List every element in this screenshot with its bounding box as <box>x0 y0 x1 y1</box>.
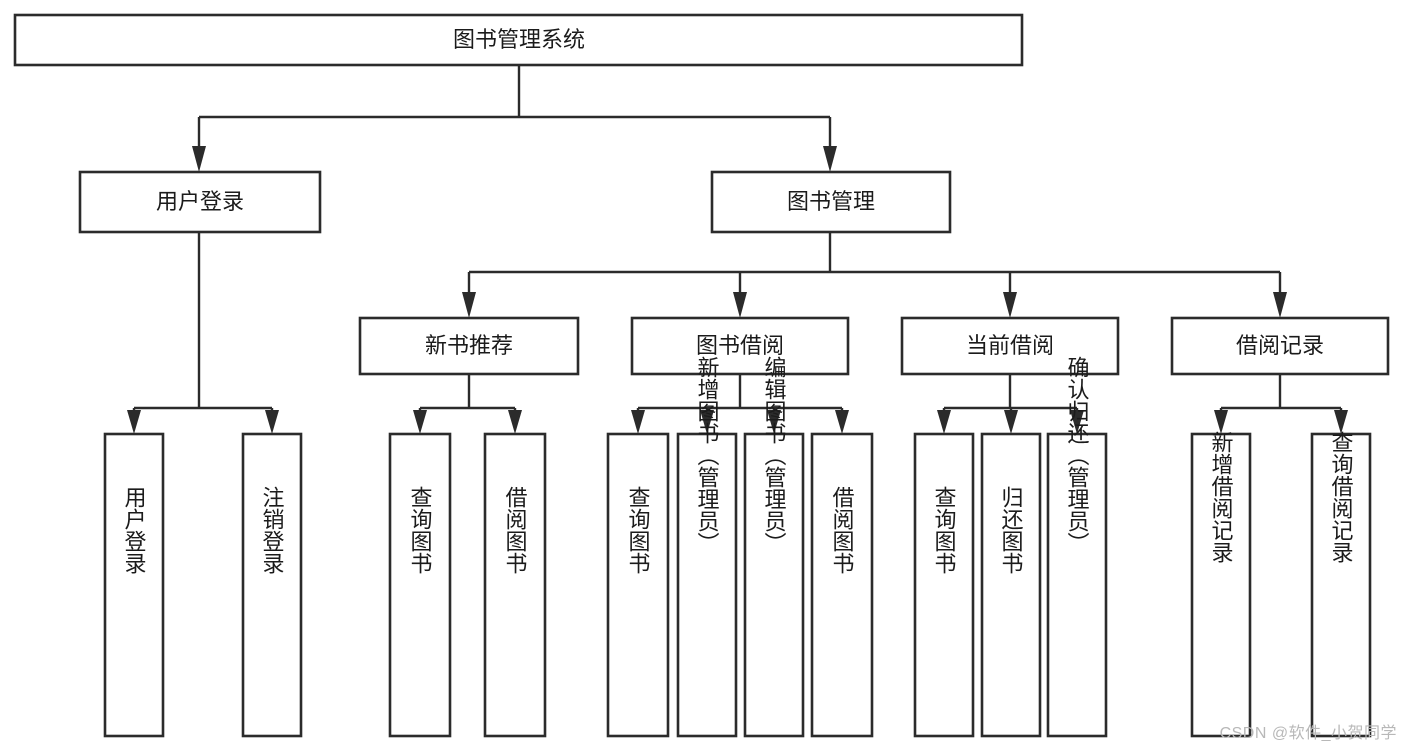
leaf-add-book-admin[interactable]: 新增图书（管理员） <box>676 356 738 738</box>
leaf-query-book-borrow[interactable]: 查询图书 <box>606 432 670 738</box>
leaf-confirm-return-admin-label: 确认归还（管理员） <box>1065 356 1090 554</box>
arrow-leaf-confirm-return <box>1070 410 1084 434</box>
arrow-leaf-borrow-book-1 <box>508 410 522 434</box>
node-borrow-record-label: 借阅记录 <box>1236 333 1324 358</box>
node-current-borrow-label: 当前借阅 <box>966 333 1054 358</box>
leaf-query-book-borrow-rect[interactable] <box>606 432 670 738</box>
node-root-label: 图书管理系统 <box>453 27 585 52</box>
node-book-borrow-label: 图书借阅 <box>696 333 784 358</box>
arrow-leaf-edit-book <box>767 410 781 434</box>
arrow-new-book-rec <box>462 292 476 318</box>
leaf-user-login[interactable]: 用户登录 <box>103 432 165 738</box>
leaf-edit-book-admin-label: 编辑图书（管理员） <box>762 356 787 554</box>
leaf-confirm-return-admin-rect[interactable] <box>1046 432 1108 738</box>
leaf-logout[interactable]: 注销登录 <box>241 432 303 738</box>
leaf-return-book-rect[interactable] <box>980 432 1042 738</box>
leaf-borrow-book-rec[interactable]: 借阅图书 <box>483 432 547 738</box>
leaf-logout-rect[interactable] <box>241 432 303 738</box>
node-layer: 图书管理系统 用户登录 图书管理 新书推荐 图书借阅 <box>13 13 1390 738</box>
arrow-leaf-add-record <box>1214 410 1228 434</box>
leaf-query-book-borrow-label: 查询图书 <box>626 486 651 574</box>
arrow-leaf-query-book-1 <box>413 410 427 434</box>
leaf-borrow-book-borrow-label: 借阅图书 <box>830 486 855 574</box>
leaf-borrow-book-borrow-rect[interactable] <box>810 432 874 738</box>
leaf-return-book-label: 归还图书 <box>999 486 1024 574</box>
edge-layer <box>127 65 1348 434</box>
arrow-leaf-query-book-2 <box>631 410 645 434</box>
node-user-login-rect[interactable] <box>78 170 322 234</box>
node-user-login[interactable]: 用户登录 <box>78 170 322 234</box>
node-book-management-rect[interactable] <box>710 170 952 234</box>
arrow-leaf-logout <box>265 410 279 434</box>
arrow-leaf-add-book <box>700 410 714 434</box>
arrow-leaf-return-book <box>1004 410 1018 434</box>
arrow-to-user-login <box>192 146 206 172</box>
leaf-edit-book-admin-rect[interactable] <box>743 432 805 738</box>
node-borrow-record[interactable]: 借阅记录 <box>1170 316 1390 376</box>
arrow-borrow-record <box>1273 292 1287 318</box>
node-root-book-management-system[interactable]: 图书管理系统 <box>13 13 1024 67</box>
leaf-add-borrow-record-rect[interactable] <box>1190 432 1252 738</box>
leaf-query-book-current[interactable]: 查询图书 <box>913 432 975 738</box>
csdn-watermark: CSDN @软件_小贺同学 <box>1219 725 1397 742</box>
leaf-edit-book-admin[interactable]: 编辑图书（管理员） <box>743 356 805 738</box>
node-user-login-label: 用户登录 <box>156 189 244 214</box>
leaf-add-book-admin-label: 新增图书（管理员） <box>695 356 720 554</box>
arrow-leaf-query-book-3 <box>937 410 951 434</box>
leaf-user-login-rect[interactable] <box>103 432 165 738</box>
node-book-borrow[interactable]: 图书借阅 <box>630 316 850 376</box>
leaf-add-borrow-record[interactable]: 新增借阅记录 <box>1190 431 1252 738</box>
arrow-book-borrow <box>733 292 747 318</box>
node-current-borrow[interactable]: 当前借阅 <box>900 316 1120 376</box>
leaf-return-book[interactable]: 归还图书 <box>980 432 1042 738</box>
node-book-borrow-rect[interactable] <box>630 316 850 376</box>
leaf-user-login-label: 用户登录 <box>122 486 147 574</box>
arrow-leaf-query-record <box>1334 410 1348 434</box>
node-current-borrow-rect[interactable] <box>900 316 1120 376</box>
node-new-book-recommend[interactable]: 新书推荐 <box>358 316 580 376</box>
node-borrow-record-label-rect[interactable] <box>1170 316 1390 376</box>
leaf-query-book-rec-rect[interactable] <box>388 432 452 738</box>
node-new-book-recommend-label: 新书推荐 <box>425 333 513 358</box>
leaf-add-borrow-record-label: 新增借阅记录 <box>1209 431 1234 563</box>
leaf-query-book-rec-label: 查询图书 <box>408 486 433 574</box>
node-book-management-label: 图书管理 <box>787 189 875 214</box>
arrow-to-book-mgmt <box>823 146 837 172</box>
leaf-query-borrow-record-rect[interactable] <box>1310 432 1372 738</box>
leaf-borrow-book-borrow[interactable]: 借阅图书 <box>810 432 874 738</box>
node-book-management[interactable]: 图书管理 <box>710 170 952 234</box>
leaf-query-borrow-record-label: 查询借阅记录 <box>1329 431 1354 563</box>
leaf-query-borrow-record[interactable]: 查询借阅记录 <box>1310 431 1372 738</box>
arrow-leaf-borrow-book-2 <box>835 410 849 434</box>
leaf-logout-label: 注销登录 <box>260 486 285 574</box>
arrow-leaf-user-login <box>127 410 141 434</box>
leaf-query-book-current-label: 查询图书 <box>932 486 957 574</box>
leaf-add-book-admin-rect[interactable] <box>676 432 738 738</box>
node-new-book-recommend-rect[interactable] <box>358 316 580 376</box>
leaf-borrow-book-rec-rect[interactable] <box>483 432 547 738</box>
leaf-query-book-rec[interactable]: 查询图书 <box>388 432 452 738</box>
leaf-borrow-book-rec-label: 借阅图书 <box>503 486 528 574</box>
node-root-rect[interactable] <box>13 13 1024 67</box>
arrow-current-borrow <box>1003 292 1017 318</box>
leaf-query-book-current-rect[interactable] <box>913 432 975 738</box>
leaf-confirm-return-admin[interactable]: 确认归还（管理员） <box>1046 356 1108 738</box>
